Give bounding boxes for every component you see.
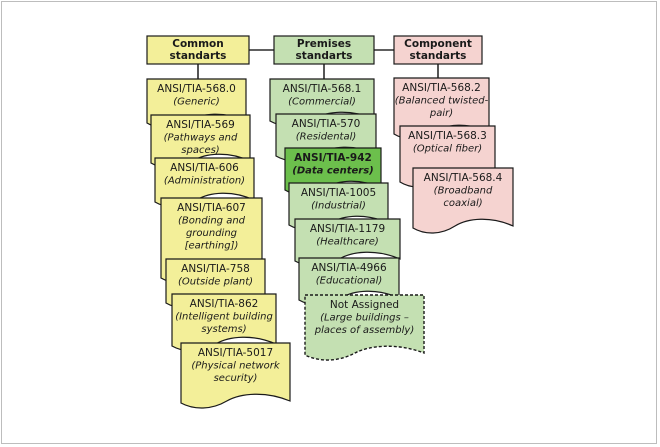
premises-header-box (273, 35, 375, 65)
premises-header-line-2: standarts (296, 50, 353, 62)
common-standard-7-desc-1: (Physical network (191, 361, 281, 372)
premises-header-line-1: Premises (297, 38, 351, 50)
common-standard-6: ANSI/TIA-862 (Intelligent buildingsystems… (171, 293, 277, 352)
component-standard-3-shape (412, 167, 514, 234)
common-standard-4-desc-2: grounding (186, 228, 237, 239)
component-header-box (393, 35, 483, 65)
premises-standard-5-code: ANSI/TIA-1179 (310, 223, 385, 235)
component-standard-1-code: ANSI/TIA-568.2 (402, 82, 481, 94)
common-standard-6-desc-1: (Intelligent building (175, 312, 273, 323)
premises-standard-6-code: ANSI/TIA-4966 (311, 262, 387, 274)
component-standard-1-desc-1: (Balanced twisted- (395, 96, 489, 107)
premises-standard-2-desc-1: (Residental) (296, 132, 357, 143)
common-standard-4-desc-1: (Bonding and (178, 216, 246, 227)
component-header-line-2: standarts (410, 50, 467, 62)
component-standard-2-code: ANSI/TIA-568.3 (408, 130, 487, 142)
premises-standard-1-code: ANSI/TIA-568.1 (283, 83, 362, 95)
common-standard-1-desc-1: (Generic) (173, 97, 220, 108)
common-standard-2-desc-1: (Pathways and (164, 133, 238, 144)
column-headers: CommonstandartsPremisesstandartsComponen… (146, 35, 483, 65)
common-standard-3-code: ANSI/TIA-606 (170, 162, 239, 174)
common-standard-5-desc-1: (Outside plant) (178, 277, 253, 288)
premises-standard-1-desc-1: (Commercial) (288, 97, 356, 108)
premises-standard-7-shape (304, 294, 425, 361)
common-standard-2-desc-2: spaces) (181, 145, 219, 156)
component-standard-1-desc-2: pair) (429, 108, 453, 119)
common-standard-7-code: ANSI/TIA-5017 (198, 347, 273, 359)
common-standard-6-code: ANSI/TIA-862 (190, 298, 259, 310)
premises-standard-6-desc-1: (Educational) (316, 276, 383, 287)
common-header-line-2: standarts (170, 50, 227, 62)
common-standard-4-desc-3: [earthing]) (185, 241, 239, 252)
common-standard-2-code: ANSI/TIA-569 (166, 119, 235, 131)
common-standard-1-code: ANSI/TIA-568.0 (157, 83, 236, 95)
common-standard-5-code: ANSI/TIA-758 (181, 263, 250, 275)
premises-standard-2-code: ANSI/TIA-570 (292, 118, 361, 130)
component-standards-column: ANSI/TIA-568.2(Balanced twisted-pair)ANS… (393, 77, 514, 234)
premises-standard-5-desc-1: (Healthcare) (316, 237, 379, 248)
connector-lines (197, 49, 439, 79)
common-standard-4-code: ANSI/TIA-607 (177, 202, 246, 214)
premises-standard-3-code: ANSI/TIA-942 (294, 152, 372, 164)
common-header-box (146, 35, 250, 65)
common-standards-column: ANSI/TIA-568.0 (Generic) ANSI/TIA-569 (Path… (146, 78, 291, 409)
premises-standard-4-code: ANSI/TIA-1005 (301, 187, 376, 199)
common-header-line-1: Common (172, 38, 224, 50)
component-standard-2-desc-1: (Optical fiber) (413, 144, 482, 155)
premises-standard-3-desc-1: (Data centers) (292, 166, 373, 177)
common-standard-7-desc-2: security) (214, 373, 258, 384)
premises-standard-4-desc-1: (Industrial) (311, 201, 366, 212)
component-header-line-1: Component (404, 38, 472, 50)
component-standard-3-desc-2: coaxial) (443, 198, 482, 209)
premises-standard-7-code: Not Assigned (330, 299, 399, 311)
component-standard-3-code: ANSI/TIA-568.4 (424, 172, 503, 184)
premises-standard-7: Not Assigned (Large buildings –places of … (304, 294, 425, 361)
common-standard-7-shape (180, 342, 291, 409)
premises-standards-column: ANSI/TIA-568.1 (Commercial) ANSI/TIA-570 (R… (269, 78, 425, 361)
premises-standard-7-desc-1: (Large buildings – (320, 313, 409, 324)
common-standard-6-desc-2: systems) (201, 324, 246, 335)
component-standard-1: ANSI/TIA-568.2 (Balanced twisted-pair) (393, 77, 490, 140)
component-standard-3-desc-1: (Broadband (434, 186, 493, 197)
premises-standard-7-desc-2: places of assembly) (314, 325, 415, 336)
common-standard-3-desc-1: (Administration) (164, 176, 245, 187)
